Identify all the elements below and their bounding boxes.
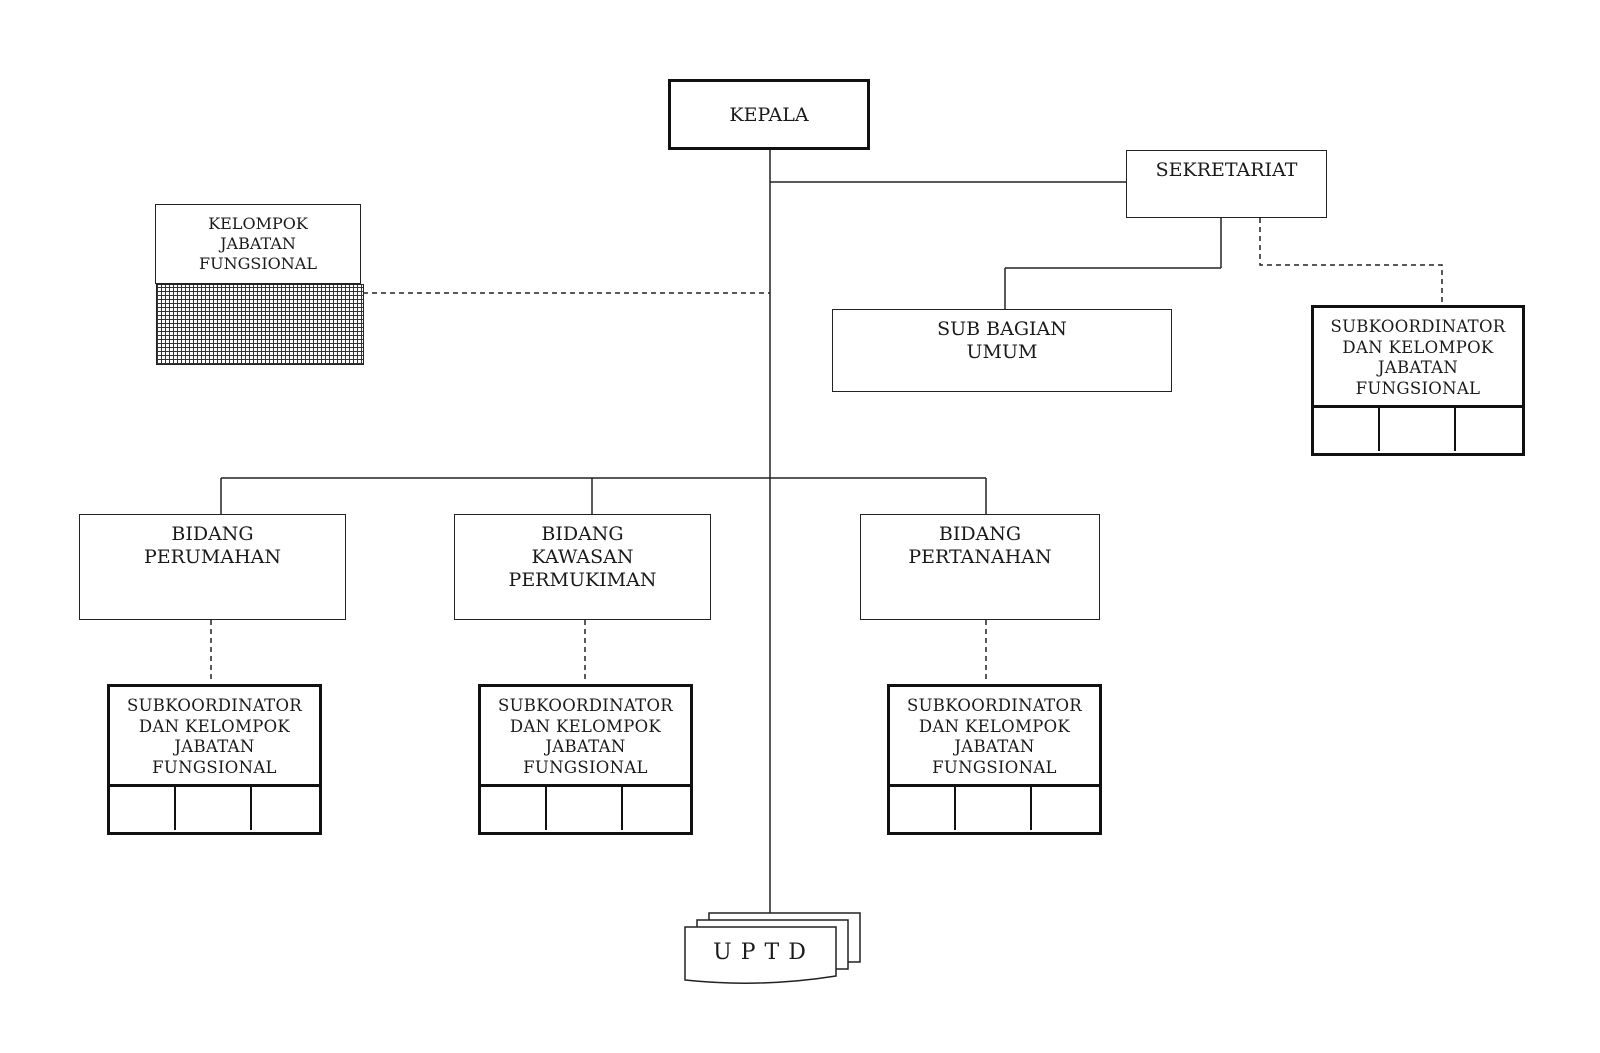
uptd-label: UPTD — [713, 940, 815, 965]
kelompok-jabatan-fungsional-label: KELOMPOK JABATAN FUNGSIONAL — [199, 214, 317, 273]
kelompok-hatched-area — [156, 284, 364, 365]
subkoordinator-cell — [176, 787, 252, 830]
subkoordinator-kawasan-permukiman-box: SUBKOORDINATOR DAN KELOMPOK JABATAN FUNG… — [478, 684, 693, 835]
sub-bagian-umum-label: SUB BAGIAN UMUM — [937, 318, 1067, 363]
bidang-kawasan-permukiman-box: BIDANG KAWASAN PERMUKIMAN — [454, 514, 711, 620]
subkoordinator-cell — [1314, 408, 1380, 451]
sub-bagian-umum-box: SUB BAGIAN UMUM — [832, 309, 1172, 392]
subkoordinator-cell — [1380, 408, 1456, 451]
uptd-shape — [684, 912, 861, 984]
subkoordinator-sekretariat-box: SUBKOORDINATOR DAN KELOMPOK JABATAN FUNG… — [1311, 305, 1525, 456]
subkoordinator-cell — [110, 787, 176, 830]
kelompok-jabatan-fungsional-box: KELOMPOK JABATAN FUNGSIONAL — [155, 204, 361, 284]
subkoordinator-cells — [890, 787, 1099, 830]
subkoordinator-cell — [956, 787, 1032, 830]
kepala-label: KEPALA — [729, 104, 809, 126]
bidang-pertanahan-label: BIDANG PERTANAHAN — [908, 523, 1052, 568]
subkoordinator-pertanahan-box: SUBKOORDINATOR DAN KELOMPOK JABATAN FUNG… — [887, 684, 1102, 835]
bidang-kawasan-permukiman-label: BIDANG KAWASAN PERMUKIMAN — [508, 523, 657, 591]
kepala-box: KEPALA — [668, 79, 870, 150]
bidang-pertanahan-box: BIDANG PERTANAHAN — [860, 514, 1100, 620]
subkoordinator-cells — [1314, 408, 1522, 451]
subkoordinator-label: SUBKOORDINATOR DAN KELOMPOK JABATAN FUNG… — [110, 687, 319, 787]
subkoordinator-cell — [547, 787, 623, 830]
subkoordinator-cell — [252, 787, 319, 830]
dashed-sekretariat-subkoordinator — [1259, 218, 1443, 305]
subkoordinator-cells — [481, 787, 690, 830]
subkoordinator-label: SUBKOORDINATOR DAN KELOMPOK JABATAN FUNG… — [1314, 308, 1522, 408]
bidang-perumahan-label: BIDANG PERUMAHAN — [143, 523, 282, 568]
sekretariat-box: SEKRETARIAT — [1126, 150, 1327, 218]
subkoordinator-cell — [890, 787, 956, 830]
subkoordinator-cells — [110, 787, 319, 830]
subkoordinator-cell — [481, 787, 547, 830]
subkoordinator-cell — [1032, 787, 1099, 830]
subkoordinator-cell — [623, 787, 690, 830]
subkoordinator-label: SUBKOORDINATOR DAN KELOMPOK JABATAN FUNG… — [481, 687, 690, 787]
subkoordinator-cell — [1456, 408, 1522, 451]
bidang-perumahan-box: BIDANG PERUMAHAN — [79, 514, 346, 620]
subkoordinator-label: SUBKOORDINATOR DAN KELOMPOK JABATAN FUNG… — [890, 687, 1099, 787]
sekretariat-label: SEKRETARIAT — [1155, 159, 1298, 181]
subkoordinator-perumahan-box: SUBKOORDINATOR DAN KELOMPOK JABATAN FUNG… — [107, 684, 322, 835]
